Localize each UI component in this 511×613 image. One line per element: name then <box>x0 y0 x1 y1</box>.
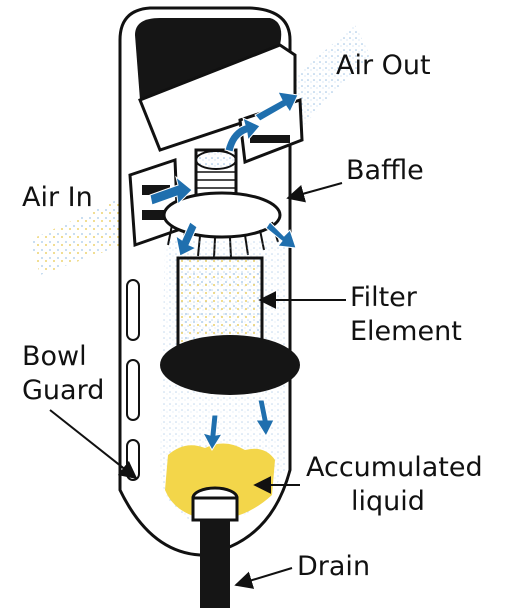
bowl-guard-label-line-1: Bowl <box>22 341 87 372</box>
leader-drain <box>234 567 293 589</box>
head-dome <box>135 18 282 100</box>
air-in-label: Air In <box>22 182 93 213</box>
element-end-cap <box>160 335 300 395</box>
bowl-guard-label: Bowl Guard <box>22 340 104 408</box>
bowl-guard-label-line-2: Guard <box>22 375 105 406</box>
accumulated-liquid-label-line-2: liquid <box>351 486 425 517</box>
leader-bowl-guard <box>49 409 138 480</box>
air-out-label: Air Out <box>336 50 431 81</box>
accumulated-liquid-label: Accumulated liquid <box>306 451 483 519</box>
drain-stem <box>200 520 230 608</box>
accumulated-liquid-label-line-1: Accumulated <box>306 452 483 483</box>
baffle-label: Baffle <box>346 155 424 186</box>
drain-label: Drain <box>297 551 371 582</box>
filter-element-label-line-1: Filter <box>350 282 417 313</box>
filter-element-label: Filter Element <box>350 281 462 349</box>
leader-baffle <box>286 182 343 203</box>
filter-element-label-line-2: Element <box>350 316 462 347</box>
